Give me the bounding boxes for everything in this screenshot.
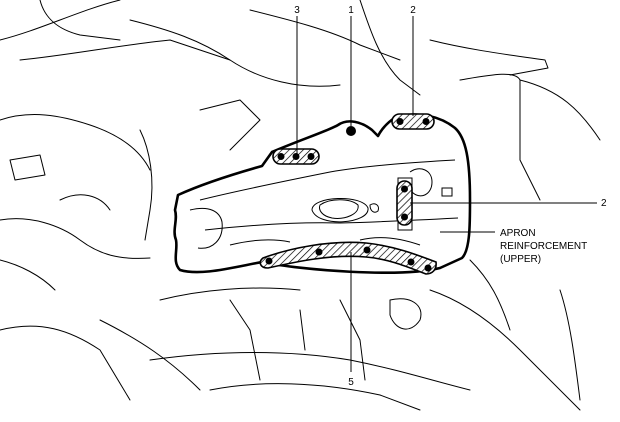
apron-label-line2: REINFORCEMENT	[500, 241, 587, 252]
apron-label-line1: APRON	[500, 228, 536, 239]
callout-1: 1	[348, 5, 354, 16]
background-sketch	[0, 0, 601, 411]
callout-2-right: 2	[601, 198, 607, 209]
hatched-area-5	[259, 241, 437, 275]
callout-3: 3	[294, 5, 300, 16]
apron-reinforcement-part	[173, 113, 472, 274]
callout-2-top: 2	[410, 5, 416, 16]
hatched-area-2-top	[391, 113, 435, 130]
leader-lines	[296, 16, 597, 372]
hatched-area-2-right	[396, 180, 413, 226]
apron-label-line3: (UPPER)	[500, 254, 541, 265]
bolt-hole	[346, 126, 356, 136]
callout-5: 5	[348, 377, 354, 388]
hatched-area-3	[272, 148, 320, 165]
